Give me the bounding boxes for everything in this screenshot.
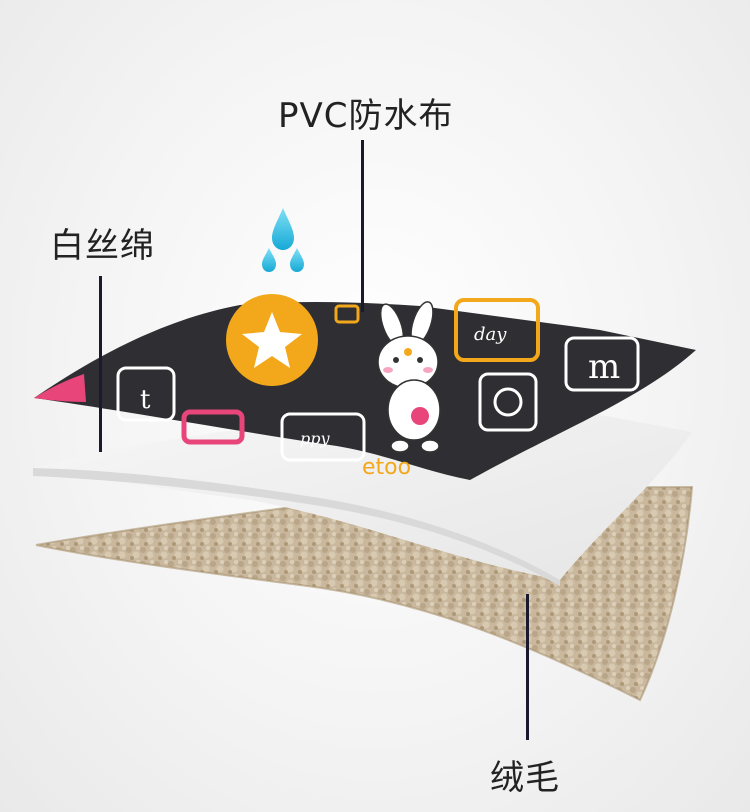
water-drop-icon [262,208,304,272]
plush-leader-line [526,594,529,740]
bunny-icon [377,301,441,453]
print-letter-t: t [140,385,151,415]
print-letter-m: m [588,347,620,387]
pvc-leader-line [361,140,364,312]
print-word-day: day [474,324,507,345]
print-word-ppy: ppy [300,429,330,448]
print-word-etoo: etoo [362,455,411,480]
pvc-layer: t m day ppy etoo [34,294,696,480]
pvc-label: PVC防水布 [278,96,454,136]
cotton-leader-line [99,276,102,452]
plush-label: 绒毛 [490,758,560,798]
cotton-label: 白丝绵 [50,226,155,266]
